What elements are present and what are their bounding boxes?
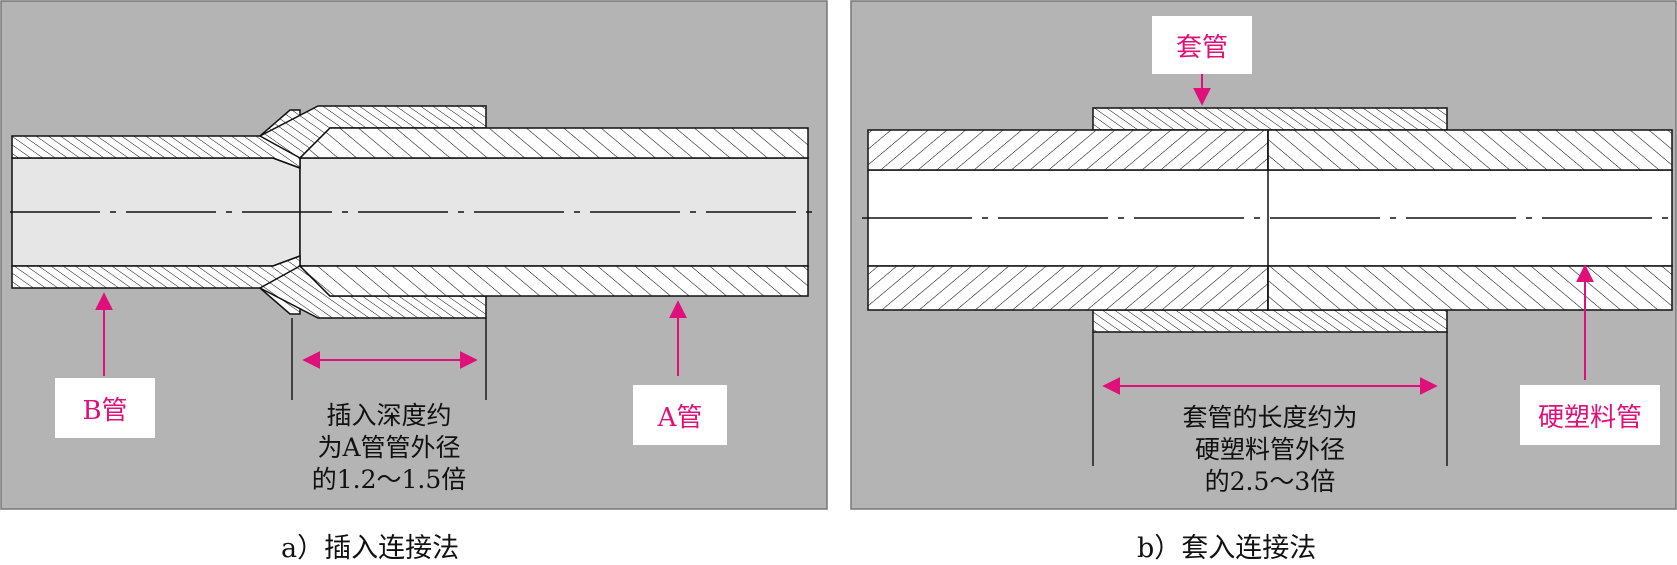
sleeve-note-line-2: 硬塑料管外径 bbox=[1194, 435, 1345, 464]
insertion-note-line-3: 的1.2～1.5倍 bbox=[311, 465, 467, 494]
pipe-a-upper-wall bbox=[298, 127, 809, 159]
pipe-b-lower-wall bbox=[11, 254, 301, 315]
sleeve-upper bbox=[1092, 107, 1448, 131]
left-pipe-lower-wall bbox=[867, 265, 1269, 311]
insertion-note-line-2: 为A管管外径 bbox=[317, 433, 461, 462]
sleeve-note-line-3: 的2.5～3倍 bbox=[1204, 467, 1336, 496]
caption-b: b）套入连接法 bbox=[1137, 533, 1317, 564]
left-pipe-upper-wall bbox=[867, 129, 1269, 171]
insertion-depth-note: 插入深度约 为A管管外径 的1.2～1.5倍 bbox=[282, 400, 496, 496]
sleeve-label: 套管 bbox=[1152, 16, 1252, 74]
a-pipe-label: A管 bbox=[633, 385, 727, 445]
right-pipe-lower-wall bbox=[1267, 265, 1673, 311]
hard-pipe-label: 硬塑料管 bbox=[1520, 385, 1660, 445]
right-pipe-upper-wall bbox=[1267, 129, 1673, 171]
b-pipe-label: B管 bbox=[55, 378, 155, 438]
pipe-a-lower-wall bbox=[298, 265, 809, 297]
sleeve-lower bbox=[1092, 309, 1448, 333]
insertion-note-line-1: 插入深度约 bbox=[326, 401, 452, 430]
caption-a: a）插入连接法 bbox=[281, 533, 460, 564]
sleeve-note-line-1: 套管的长度约为 bbox=[1182, 403, 1358, 432]
sleeve-length-note: 套管的长度约为 硬塑料管外径 的2.5～3倍 bbox=[1138, 402, 1402, 498]
